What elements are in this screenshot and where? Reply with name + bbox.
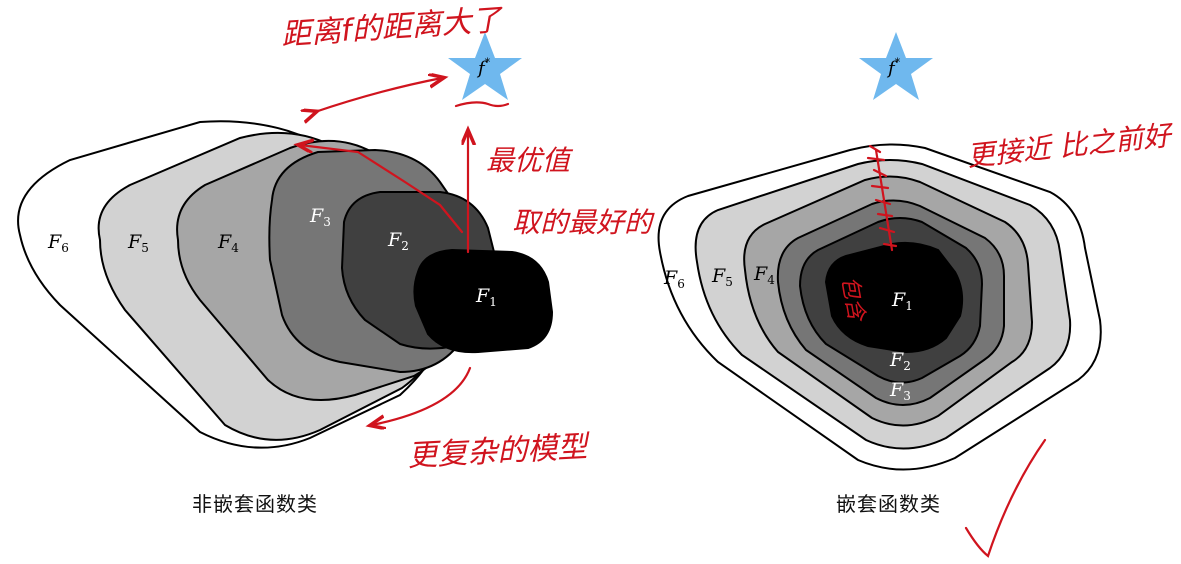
convergence-line (874, 148, 894, 252)
right-label-f6: F6 (663, 267, 685, 291)
left-label-f3: F3 (309, 205, 331, 229)
left-label-f5: F5 (127, 231, 149, 255)
underline-star (454, 101, 510, 108)
right-caption: 嵌套函数类 (836, 492, 941, 516)
left-set-f1 (413, 248, 554, 354)
right-set-f1 (824, 241, 964, 354)
closer-note: 更接近 比之前好 (965, 118, 1176, 173)
right-label-f3: F3 (889, 379, 911, 403)
right-annotations (866, 144, 1047, 558)
complex-arrow (372, 366, 472, 425)
right-label-f4: F4 (753, 263, 775, 287)
complex-note: 更复杂的模型 (407, 429, 593, 474)
right-diagram: F6 F5 F4 F3 F2 F1 f* 更接近 比之前好 包含 (657, 32, 1176, 558)
right-label-f5: F5 (711, 265, 733, 289)
left-label-f2: F2 (387, 229, 409, 253)
best-note: 取的最好的 (512, 206, 655, 239)
checkmark (964, 438, 1047, 558)
path-arrow (300, 145, 464, 234)
left-label-f4: F4 (217, 231, 239, 255)
left-caption: 非嵌套函数类 (192, 492, 318, 516)
left-diagram: F6 F5 F4 F3 F2 F1 f* 距离f的距离大了 最优值 取的最好的 … (17, 2, 655, 474)
left-target-star-icon (448, 32, 522, 100)
distance-arrow (315, 78, 442, 112)
left-annotations (300, 78, 510, 425)
right-target-star-icon (859, 32, 933, 100)
right-label-f2: F2 (889, 349, 911, 373)
optimal-note: 最优值 (486, 144, 574, 177)
left-label-f6: F6 (47, 231, 69, 255)
right-label-f1: F1 (891, 289, 913, 313)
distance-note: 距离f的距离大了 (280, 2, 505, 53)
left-label-f1: F1 (475, 285, 497, 309)
